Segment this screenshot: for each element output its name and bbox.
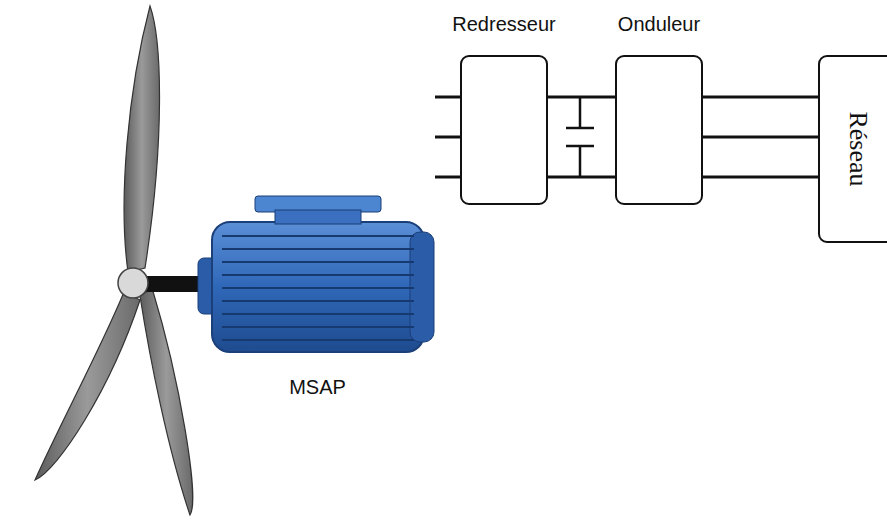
- node-label: MSAP: [200, 376, 435, 399]
- three-phase-wires: [435, 97, 460, 177]
- grid-box: Réseau: [818, 55, 887, 243]
- node-label: Réseau: [843, 111, 873, 186]
- inverter-box: Onduleur: [615, 55, 703, 205]
- turbine-blade: [35, 6, 193, 515]
- generator-node: MSAP: [200, 196, 435, 406]
- generator-body: [198, 196, 434, 352]
- turbine-hub: [118, 268, 148, 298]
- node-label: Redresseur: [422, 13, 586, 36]
- three-phase-wires: [548, 97, 615, 177]
- rectifier-box: Redresseur: [460, 55, 548, 205]
- node-label: Onduleur: [577, 13, 741, 36]
- dc-capacitor: [566, 97, 594, 177]
- three-phase-wires: [703, 97, 818, 177]
